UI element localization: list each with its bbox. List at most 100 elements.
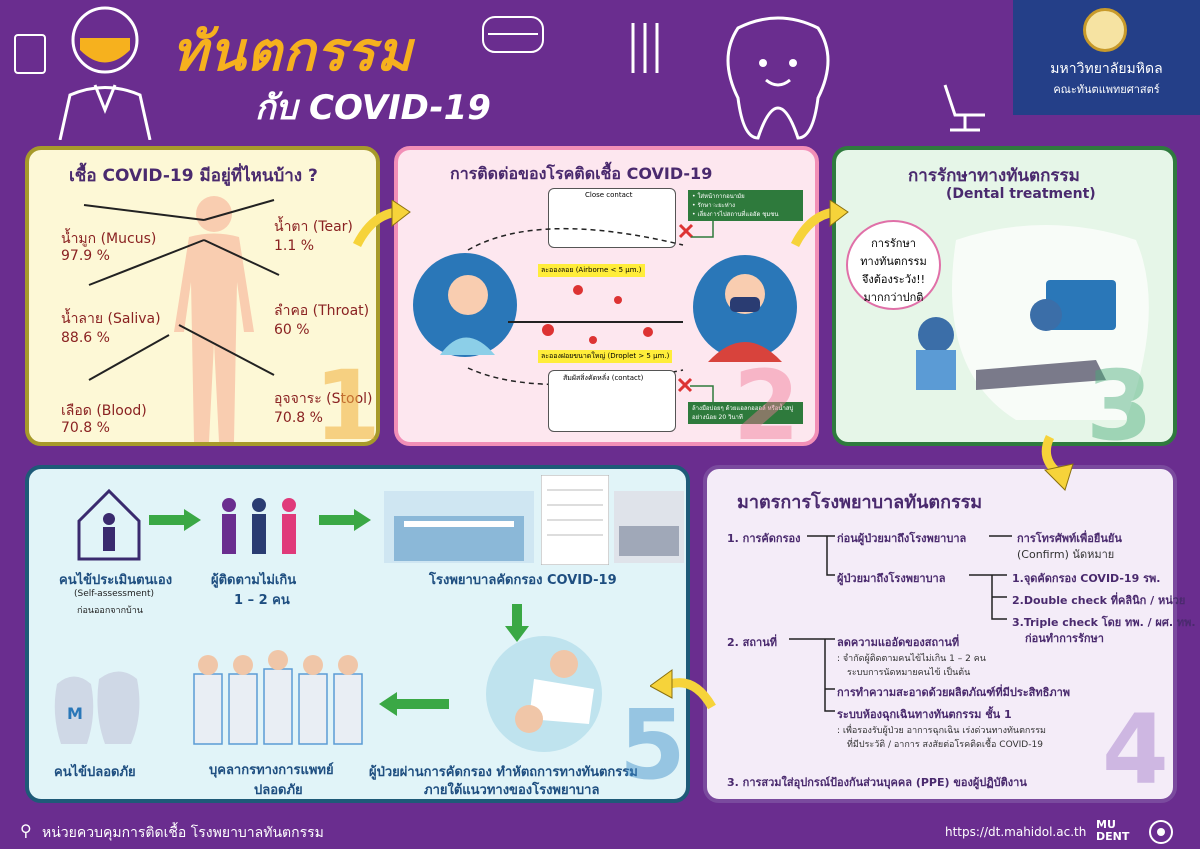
- panel2-title: การติดต่อของโรคติดเชื้อ COVID-19: [450, 164, 713, 183]
- panel-hospital-measures: มาตรการโรงพยาบาลทันตกรรม 1. การคัดกรอง ก…: [703, 465, 1196, 806]
- dentures-icon: [482, 16, 544, 53]
- footer-url[interactable]: https://dt.mahidol.ac.th: [945, 825, 1087, 839]
- footer-brand: MU DENT: [1096, 818, 1130, 843]
- stool-label: อุจจาระ (Stool): [274, 391, 373, 407]
- before-arrival: ก่อนผู้ป่วยมาถึงโรงพยาบาล: [837, 532, 967, 545]
- stool-value: 70.8 %: [274, 410, 323, 426]
- clinic-photo: [614, 491, 684, 563]
- step-number-2: 2: [733, 350, 800, 462]
- note-mask: • ใส่หน้ากากอนามัย: [692, 193, 745, 200]
- page-title: ทันตกรรม: [172, 20, 413, 83]
- check-point-1: 1.จุดคัดกรอง COVID-19 รพ.: [1012, 572, 1161, 585]
- check-point-2: 2.Double check ที่คลินิก / หน่วย: [1012, 594, 1186, 607]
- procedure-label-1: ผู้ป่วยผ่านการคัดกรอง ทำหัตถการทางทันตกร…: [369, 765, 638, 780]
- home-person-icon: [77, 488, 141, 561]
- close-contact-label: Close contact: [585, 191, 633, 199]
- emergency-room: ระบบห้องฉุกเฉินทางทันตกรรม ชั้น 1: [837, 708, 1012, 721]
- hospital-building-image: [384, 491, 534, 563]
- location-pin-icon: ⚲: [20, 821, 32, 840]
- on-arrival: ผู้ป่วยมาถึงโรงพยาบาล: [837, 572, 946, 585]
- happy-teeth-icon: M: [54, 671, 140, 744]
- green-arrow-left: [379, 692, 449, 716]
- mucus-label: น้ำมูก (Mucus): [61, 231, 157, 247]
- throat-value: 60 %: [274, 322, 310, 338]
- bubble-line1: การรักษา: [871, 237, 916, 250]
- blood-label: เลือด (Blood): [61, 403, 147, 419]
- reduce-crowding: ลดความแออัดของสถานที่: [837, 636, 960, 649]
- sick-person-illustration: [413, 253, 517, 357]
- blood-value: 70.8 %: [61, 420, 110, 436]
- flow-arrow-1-2: [352, 200, 411, 248]
- hospital-screening-label: โรงพยาบาลคัดกรอง COVID-19: [429, 573, 617, 588]
- panel3-title: การรักษาทางทันตกรรม: [908, 166, 1080, 186]
- brand-logo-icon: [1149, 820, 1173, 844]
- saliva-label: น้ำลาย (Saliva): [61, 311, 161, 327]
- emergency-room-1: : เพื่อรองรับผู้ป่วย อาการฉุกเฉิน เร่งด่…: [837, 726, 1046, 736]
- flow-arrow-4-5: [650, 669, 716, 710]
- measures-tree-lines: [789, 535, 1012, 712]
- panel3-subtitle: (Dental treatment): [946, 186, 1096, 202]
- saliva-value: 88.6 %: [61, 330, 110, 346]
- screening-form-image: [541, 475, 609, 565]
- companion-count: 1 – 2 คน: [234, 593, 290, 608]
- flow-arrow-2-3: [790, 200, 849, 248]
- university-name: มหาวิทยาลัยมหิดล: [1050, 61, 1163, 77]
- throat-label: ลำคอ (Throat): [274, 303, 370, 319]
- panel4-title: มาตรการโรงพยาบาลทันตกรรม: [737, 492, 983, 513]
- flow-arrow-3-4: [1041, 434, 1074, 491]
- warning-bubble: การรักษา ทางทันตกรรม จึงต้องระวัง!! มากก…: [846, 220, 941, 310]
- check-point-3b: ก่อนทำการรักษา: [1025, 632, 1104, 645]
- step-number-1: 1: [314, 350, 381, 462]
- dental-tools-icon: [631, 23, 659, 73]
- airborne-label: ละอองลอย (Airborne < 5 µm.): [538, 264, 645, 277]
- reduce-crowding-1: : จำกัดผู้ติดตามคนไข้ไม่เกิน 1 – 2 คน: [837, 654, 986, 664]
- green-arrow-2: [319, 509, 371, 531]
- green-arrow-1: [149, 509, 201, 531]
- footer-unit-name: หน่วยควบคุมการติดเชื้อ โรงพยาบาลทันตกรรม: [42, 825, 324, 841]
- measure-ppe: 3. การสวมใส่อุปกรณ์ป้องกันส่วนบุคคล (PPE…: [727, 776, 1027, 789]
- droplet-label: ละอองฝอยขนาดใหญ่ (Droplet > 5 µm.): [538, 350, 673, 363]
- connector-lines: [83, 199, 280, 381]
- prevention-note: • ใส่หน้ากากอนามัย • รักษาระยะห่าง • เลี…: [688, 190, 803, 221]
- dental-chair-icon: [943, 84, 985, 132]
- before-leaving-home: ก่อนออกจากบ้าน: [77, 606, 143, 616]
- phone-confirm: การโทรศัพท์เพื่อยืนยัน: [1017, 532, 1122, 545]
- mucus-value: 97.9 %: [61, 248, 110, 264]
- panel-virus-location: เชื้อ COVID-19 มีอยู่ที่ไหนบ้าง ? น้ำมูก…: [25, 146, 381, 462]
- svg-text:M: M: [67, 704, 83, 723]
- tear-label: น้ำตา (Tear): [274, 219, 353, 235]
- phone-confirm-2: (Confirm) นัดหมาย: [1017, 548, 1115, 561]
- contact-label: สัมผัสสิ่งคัดหลั่ง (contact): [563, 374, 644, 382]
- handwash-note: ล้างมือบ่อยๆ ด้วยแอลกอฮอล์ หรือน้ำสบู่ อ…: [688, 402, 803, 424]
- staff-safe-label-2: ปลอดภัย: [254, 783, 303, 798]
- dental-procedure-illustration: [486, 636, 602, 752]
- medical-staff-illustration: [193, 650, 363, 745]
- page-subtitle: กับ COVID-19: [255, 88, 491, 128]
- tear-value: 1.1 %: [274, 238, 315, 254]
- step-number-5: 5: [619, 689, 686, 801]
- infected-person-illustration: [693, 255, 797, 362]
- bubble-line4: มากกว่าปกติ: [863, 291, 924, 304]
- tooth-icon: [726, 16, 830, 140]
- footer-bar: ⚲ หน่วยควบคุมการติดเชื้อ โรงพยาบาลทันตกร…: [0, 815, 1200, 849]
- measure-screening: 1. การคัดกรอง: [727, 532, 801, 545]
- university-logo: มหาวิทยาลัยมหิดล คณะทันตแพทยศาสตร์: [1013, 0, 1200, 115]
- bubble-line3: จึงต้องระวัง!!: [861, 273, 926, 286]
- patient-safe-label: คนไข้ปลอดภัย: [54, 765, 136, 780]
- procedure-label-2: ภายใต้แนวทางของโรงพยาบาล: [424, 783, 600, 798]
- clipboard-icon: [14, 34, 46, 74]
- staff-safe-label-1: บุคลากรทางการแพทย์: [209, 763, 334, 778]
- bubble-line2: ทางทันตกรรม: [860, 255, 927, 268]
- dental-treatment-illustration: [916, 225, 1149, 420]
- step-number-3: 3: [1086, 350, 1153, 462]
- panel-dental-treatment: การรักษาทางทันตกรรม (Dental treatment) ก…: [832, 146, 1177, 462]
- human-body-figure: [174, 196, 254, 442]
- header-banner: ทันตกรรม กับ COVID-19 มหาวิทยาลัยมหิดล ค…: [0, 0, 1200, 150]
- panel-patient-flow: คนไข้ประเมินตนเอง (Self-assessment) ก่อน…: [25, 465, 690, 803]
- companion-limit: ผู้ติดตามไม่เกิน: [211, 573, 297, 588]
- step-number-4: 4: [1102, 694, 1169, 806]
- self-assessment-en: (Self-assessment): [74, 589, 155, 599]
- cleaning-measure: การทำความสะอาดด้วยผลิตภัณฑ์ที่มีประสิทธิ…: [837, 686, 1071, 699]
- companions-icon: [222, 498, 296, 554]
- faculty-name: คณะทันตแพทยศาสตร์: [1053, 83, 1160, 96]
